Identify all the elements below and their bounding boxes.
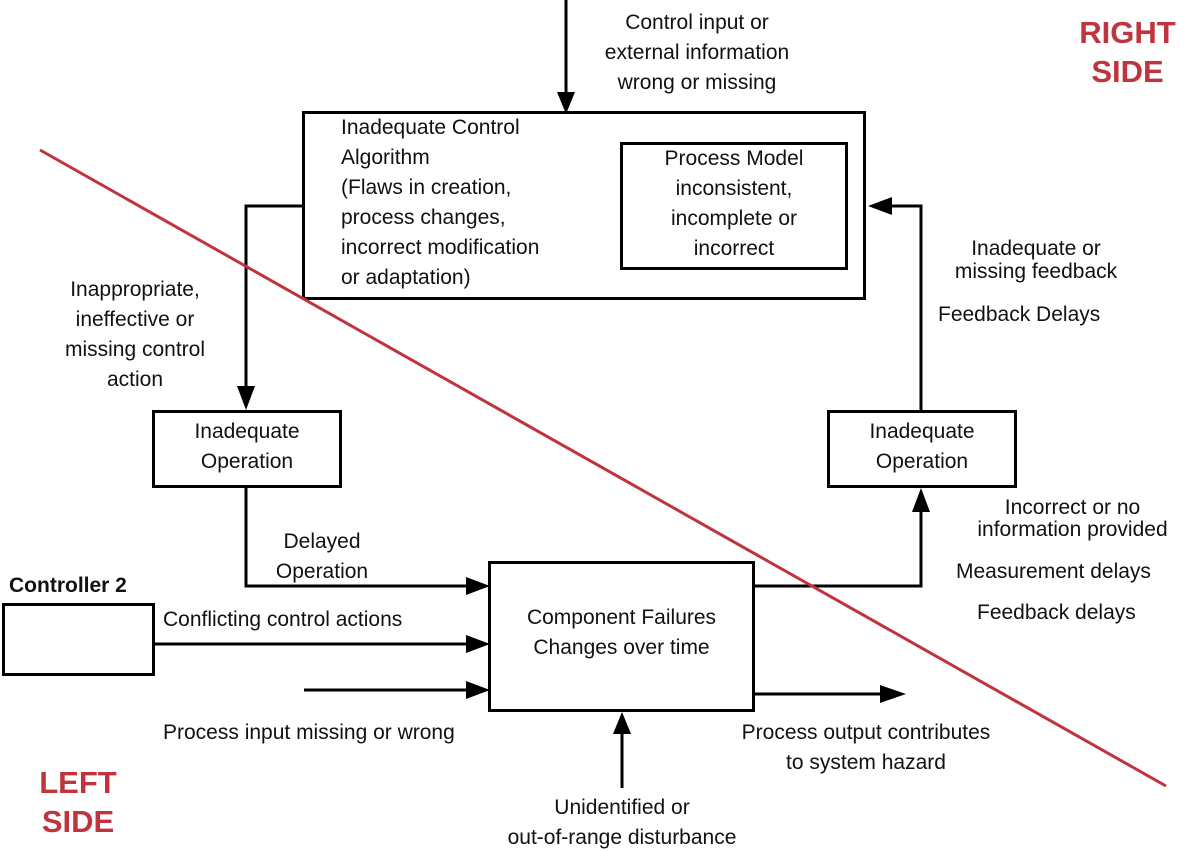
left-side-label: LEFT SIDE	[39, 765, 117, 839]
incorrect-info-label: Incorrect or no information provided	[977, 496, 1168, 541]
control-action-arrow	[244, 204, 304, 395]
disturbance-label: Unidentified or out-of-range disturbance	[507, 796, 737, 849]
controlled-process-box	[488, 561, 755, 712]
process-input-label: Process input missing or wrong	[163, 721, 455, 744]
actuator-operation-label: Inadequate Operation	[194, 420, 300, 473]
control-action-arrowhead	[237, 386, 255, 410]
controller2-box	[2, 603, 155, 676]
controller2-title: Controller 2	[9, 574, 127, 597]
delayed-operation-arrowhead	[466, 577, 490, 595]
feedback-delays-bottom-label: Feedback delays	[977, 601, 1136, 624]
sensor-operation-label: Inadequate Operation	[869, 420, 975, 473]
conflicting-actions-arrowhead	[466, 635, 490, 653]
inadequate-feedback-label: Inadequate or missing feedback	[954, 237, 1118, 283]
process-output-arrowhead	[880, 685, 906, 703]
divider-line	[39, 148, 1167, 788]
sensor-box	[827, 410, 1017, 488]
delayed-operation-arrow	[244, 487, 476, 588]
controlled-process-label: Component Failures Changes over time	[526, 606, 717, 659]
feedback-arrow	[882, 204, 923, 412]
measurement-delays-label: Measurement delays	[956, 560, 1151, 583]
disturbance-arrowhead	[613, 712, 631, 734]
process-input-arrowhead	[466, 681, 490, 699]
control-algorithm-label: Inadequate Control Algorithm (Flaws in c…	[341, 116, 540, 289]
control-input-arrowhead	[557, 92, 575, 114]
feedback-arrowhead	[868, 197, 892, 215]
control-input-label: Control input or external information wr…	[604, 11, 790, 94]
actuator-box	[152, 410, 342, 488]
delayed-operation-label: Delayed Operation	[275, 530, 369, 583]
process-output-label: Process output contributes to system haz…	[741, 721, 991, 774]
right-side-label: RIGHT SIDE	[1079, 15, 1176, 89]
feedback-delays-top-label: Feedback Delays	[938, 303, 1101, 326]
measurement-arrowhead	[912, 488, 930, 512]
conflicting-actions-label: Conflicting control actions	[163, 608, 403, 631]
process-model-label: Process Model inconsistent, incomplete o…	[664, 147, 804, 260]
inappropriate-action-label: Inappropriate, ineffective or missing co…	[64, 278, 206, 391]
process-model-box	[620, 142, 848, 270]
